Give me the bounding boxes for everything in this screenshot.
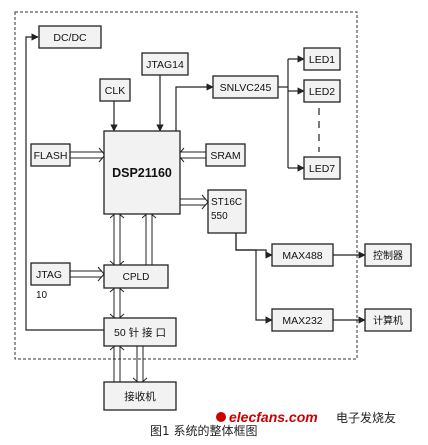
connector-label: 50 针 接 口 xyxy=(114,326,166,339)
jtag14-label: JTAG14 xyxy=(146,59,184,71)
jtag10-label-line2: 10 xyxy=(36,290,48,301)
sram-label: SRAM xyxy=(210,150,240,162)
cpld-block: CPLD xyxy=(103,264,169,289)
st16c550-block: ST16C 550 xyxy=(207,189,247,234)
flash-block: FLASH xyxy=(30,143,71,167)
connector-block: 50 针 接 口 xyxy=(103,317,177,347)
dsp-label: DSP21160 xyxy=(112,166,172,180)
uart-to-max488-wire xyxy=(235,233,273,259)
dsp-to-buffer-wire xyxy=(175,83,214,131)
st16c-label-line2: 550 xyxy=(211,211,228,222)
st16c-label-line1: ST16C xyxy=(211,197,242,208)
led2-block: LED2 xyxy=(303,79,341,103)
uart-to-max232-wire xyxy=(235,233,273,324)
snlvc245-block: SNLVC245 xyxy=(212,75,279,99)
jtag14-block: JTAG14 xyxy=(141,52,189,76)
max488-block: MAX488 xyxy=(271,243,334,267)
figure-caption: 图1 系统的整体框图 xyxy=(150,423,257,438)
computer-block: 计算机 xyxy=(364,308,412,332)
controller-label: 控制器 xyxy=(373,249,403,262)
cpld-label: CPLD xyxy=(123,272,150,283)
controller-block: 控制器 xyxy=(364,243,412,267)
sram-block: SRAM xyxy=(205,143,246,167)
watermark-brand-text: 电子发烧友 xyxy=(336,410,396,425)
led1-block: LED1 xyxy=(303,47,341,71)
led2-label: LED2 xyxy=(309,86,335,98)
receiver-block: 接收机 xyxy=(103,381,177,411)
jtag10-label-line1: JTAG xyxy=(36,269,62,281)
watermark-site-text: elecfans.com xyxy=(229,409,318,425)
dcdc-block: DC/DC xyxy=(38,25,102,49)
jtag10-cpld-arrowhead xyxy=(97,266,105,282)
led7-block: LED7 xyxy=(303,156,341,180)
board-boundary xyxy=(14,11,358,360)
site-watermark: elecfans.com 电子发烧友 xyxy=(216,409,396,425)
power-wire xyxy=(25,33,106,331)
snlvc245-label: SNLVC245 xyxy=(220,82,272,94)
jtag10-block: JTAG 10 xyxy=(30,262,71,301)
receiver-label: 接收机 xyxy=(124,390,156,403)
led7-label: LED7 xyxy=(309,163,335,175)
dcdc-label: DC/DC xyxy=(53,32,87,44)
dsp-uart-arrowhead xyxy=(201,194,209,210)
led1-label: LED1 xyxy=(309,54,335,66)
max488-label: MAX488 xyxy=(282,250,322,262)
watermark-logo-icon xyxy=(216,412,226,422)
max232-block: MAX232 xyxy=(271,308,334,332)
dsp-block: DSP21160 xyxy=(103,130,181,215)
max232-label: MAX232 xyxy=(282,315,322,327)
computer-label: 计算机 xyxy=(373,314,403,327)
clk-label: CLK xyxy=(105,85,125,97)
flash-label: FLASH xyxy=(34,150,68,162)
clk-block: CLK xyxy=(99,78,131,102)
